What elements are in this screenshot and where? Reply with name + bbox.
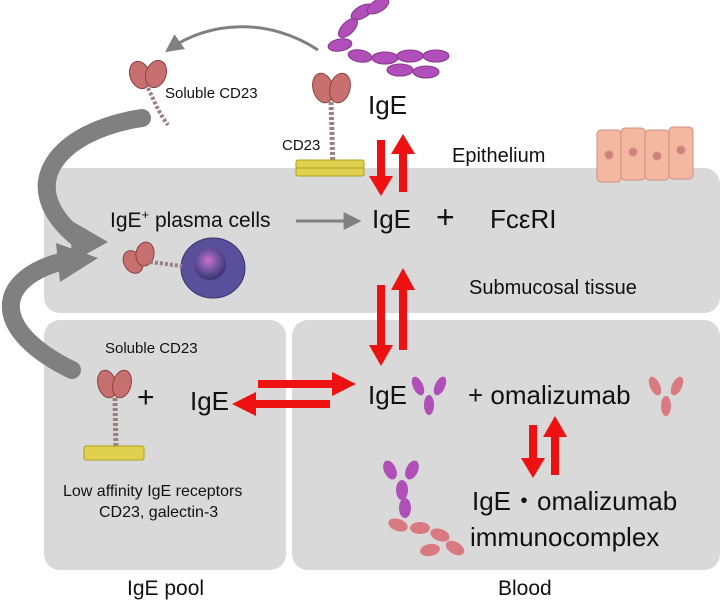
curved-arrow-bottom-head bbox=[56, 243, 98, 282]
ige-label-top: IgE bbox=[368, 90, 408, 120]
curved-arrow-bottom bbox=[1, 253, 81, 379]
submucosa-blood-equilibrium-arrows bbox=[369, 268, 415, 366]
omalizumab-label: + omalizumab bbox=[468, 380, 631, 410]
omalizumab-antibody-icon bbox=[648, 376, 684, 416]
epithelium-cells-icon bbox=[596, 126, 694, 183]
plasma-cells-prefix: IgE bbox=[110, 209, 142, 232]
ige-antibody-icon bbox=[327, 0, 450, 79]
pool-cd23-icon bbox=[83, 369, 145, 461]
low-affinity-line1: Low affinity IgE receptors bbox=[63, 483, 243, 500]
blood-ige-icon bbox=[411, 376, 447, 415]
ige-label-pool: IgE bbox=[190, 386, 230, 416]
fceri-label: FcεRI bbox=[490, 204, 557, 234]
pool-blood-equilibrium-arrows bbox=[232, 372, 356, 416]
cd23-label: CD23 bbox=[282, 137, 321, 154]
immunocomplex-icon bbox=[383, 460, 465, 557]
plasma-cell-icon bbox=[122, 237, 246, 299]
blood-caption: Blood bbox=[498, 577, 552, 600]
epithelium-equilibrium-arrows bbox=[369, 134, 415, 196]
release-arrow bbox=[165, 25, 319, 53]
low-affinity-line2: CD23, galectin-3 bbox=[99, 504, 219, 521]
plasma-cells-sup: + bbox=[141, 207, 150, 222]
soluble-cd23-label-pool: Soluble CD23 bbox=[105, 340, 198, 357]
submucosal-tissue-label: Submucosal tissue bbox=[469, 277, 637, 299]
ige-label-blood: IgE bbox=[368, 380, 408, 410]
ige-pool-caption: IgE pool bbox=[127, 577, 205, 600]
plasma-cells-suffix: plasma cells bbox=[149, 209, 271, 232]
curved-arrow-top bbox=[37, 109, 151, 249]
ige-pool-panel bbox=[44, 320, 286, 570]
immunocomplex-line1: IgE・omalizumab bbox=[472, 486, 678, 516]
plus-center: + bbox=[436, 199, 455, 235]
epithelium-label: Epithelium bbox=[452, 145, 546, 167]
blood-panel bbox=[292, 320, 720, 570]
soluble-cd23-icon bbox=[128, 59, 170, 127]
plus-pool: + bbox=[137, 381, 155, 414]
plasma-cells-label: IgE+ plasma cells bbox=[110, 208, 271, 231]
ige-label-center: IgE bbox=[372, 204, 412, 234]
soluble-cd23-label-top: Soluble CD23 bbox=[165, 85, 258, 102]
immunocomplex-line2: immunocomplex bbox=[470, 522, 660, 552]
cd23-receptor-icon bbox=[295, 72, 365, 177]
complex-equilibrium-arrows bbox=[521, 416, 567, 478]
